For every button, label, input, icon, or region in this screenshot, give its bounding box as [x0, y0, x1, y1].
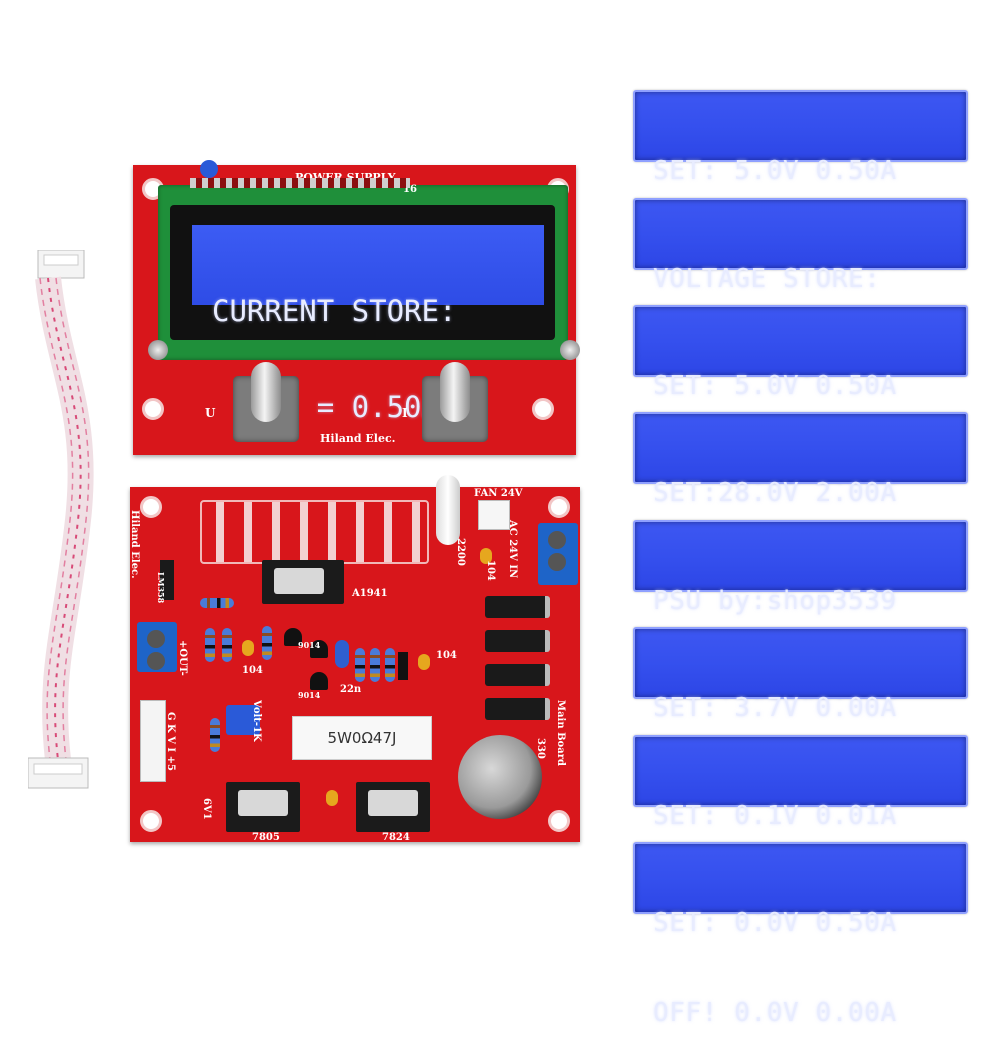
lcd-screen-line-1: SET:28.0V 2.00A — [653, 478, 897, 508]
fuse-holder — [436, 475, 460, 545]
mount-hole — [548, 496, 570, 518]
lcd-screen-8: SET: 0.0V 0.50A OFF! 0.0V 0.00A — [633, 842, 968, 1028]
capacitor — [335, 640, 349, 668]
lcd-screen-line-1: SET: 0.0V 0.50A — [653, 908, 897, 938]
resistor — [370, 648, 380, 682]
rectifier-diode — [485, 596, 550, 618]
ic-chip — [160, 560, 174, 600]
silk-a1941: A1941 — [352, 588, 388, 599]
silk-7824: 7824 — [382, 832, 410, 843]
power-transistor — [262, 560, 344, 604]
fan-connector — [478, 500, 510, 530]
silk-9014: 9014 — [298, 690, 321, 700]
transistor — [284, 628, 302, 646]
main-lcd-line-1: CURRENT STORE: — [212, 294, 457, 328]
resistor — [385, 648, 395, 682]
silk-main-board: Main Board — [555, 700, 566, 766]
capacitor — [418, 654, 430, 670]
silk-2200: 2200 — [455, 538, 466, 566]
main-lcd: CURRENT STORE: I = 0.50A — [192, 225, 544, 423]
lcd-screen-3: SET: 5.0V 0.50A 5.0V 0.00A — [633, 305, 968, 491]
mount-hole — [140, 496, 162, 518]
voltage-knob[interactable] — [233, 362, 299, 442]
resistor — [355, 648, 365, 682]
resistor — [222, 628, 232, 662]
capacitor — [326, 790, 338, 806]
trimmer-pot — [200, 160, 218, 178]
power-resistor: 5W0Ω47J — [292, 716, 432, 760]
resistor — [200, 598, 234, 608]
mount-hole — [548, 810, 570, 832]
mount-hole — [142, 398, 164, 420]
silk-104: 104 — [485, 560, 496, 581]
lcd-screen-line-1: VOLTAGE STORE: — [653, 264, 881, 294]
silk-ac-in: AC 24V IN — [507, 520, 518, 579]
transistor — [310, 640, 328, 658]
header-pins — [190, 178, 410, 188]
lcd-screen-6: SET: 3.7V 0.00A OFF! 0.0V 0.00A — [633, 627, 968, 813]
ac-input-terminal — [538, 523, 578, 585]
mount-hole — [140, 810, 162, 832]
heatsink-footprint — [200, 500, 429, 564]
rectifier-diode — [485, 664, 550, 686]
silk-7805: 7805 — [252, 832, 280, 843]
silk-fan: FAN 24V — [474, 488, 523, 499]
silk-6v1: 6V1 — [201, 798, 212, 820]
silk-pin-label: 16 — [403, 184, 417, 195]
current-knob[interactable] — [422, 362, 488, 442]
lcd-screen-line-1: SET: 5.0V 0.50A — [653, 371, 897, 401]
silk-u-label: U — [205, 406, 216, 420]
mount-hole — [532, 398, 554, 420]
lcd-screen-line-1: SET: 0.1V 0.01A — [653, 801, 897, 831]
rectifier-diode — [485, 630, 550, 652]
resistor — [262, 626, 272, 660]
lcd-screen-line-1: SET: 3.7V 0.00A — [653, 693, 897, 723]
rectifier-diode — [485, 698, 550, 720]
trim-potentiometer[interactable] — [226, 705, 260, 735]
lcd-screen-4: SET:28.0V 2.00A 28.0V 0.00A — [633, 412, 968, 598]
lcd-screen-line-1: SET: 5.0V 0.50A — [653, 156, 897, 186]
lcd-screen-7: SET: 0.1V 0.01A 0.1V 0.00A — [633, 735, 968, 921]
voltage-regulator-7805 — [226, 782, 300, 832]
screw — [148, 340, 168, 360]
pin-connector — [140, 700, 166, 782]
silk-9014: 9014 — [298, 640, 321, 650]
silk-brand: Hiland Elec. — [320, 432, 396, 445]
resistor — [210, 718, 220, 752]
capacitor — [242, 640, 254, 656]
ribbon-cable — [28, 250, 94, 789]
voltage-regulator-7824 — [356, 782, 430, 832]
silk-104-b: 104 — [436, 650, 457, 661]
output-terminal — [137, 622, 177, 672]
lcd-screen-5: PSU by:shop3539 5693.taobao.com — [633, 520, 968, 706]
screw — [560, 340, 580, 360]
diode-small — [398, 652, 408, 680]
lcd-screen-line-1: PSU by:shop3539 — [653, 586, 897, 616]
silk-22n: 22n — [340, 684, 362, 695]
silk-i-label: I — [402, 406, 408, 420]
lcd-screen-1: SET: 5.0V 0.50A <OL> 0.0V 0.50A! — [633, 90, 968, 276]
resistor — [205, 628, 215, 662]
silk-pins: G K V I +5 — [165, 712, 176, 771]
silk-lm358: LM358 — [156, 572, 166, 604]
electrolytic-capacitor — [458, 735, 542, 819]
transistor — [310, 672, 328, 690]
lcd-screen-line-2: OFF! 0.0V 0.00A — [653, 998, 897, 1028]
lcd-screen-2: VOLTAGE STORE: U = 5.0V — [633, 198, 968, 384]
silk-104-c: 104 — [242, 665, 263, 676]
silk-brand-main: Hiland Elec. — [129, 510, 140, 579]
silk-330: 330 — [535, 738, 546, 759]
capacitor — [480, 548, 492, 564]
silk-volt: Volt-1K — [251, 700, 262, 742]
silk-out: +OUT- — [177, 640, 188, 676]
